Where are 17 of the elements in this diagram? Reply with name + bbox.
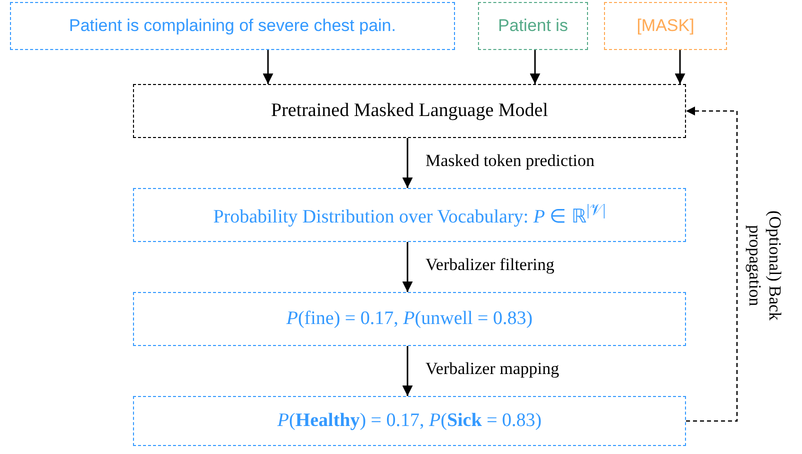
arrow: [674, 50, 686, 84]
edge-label: Verbalizer mapping: [426, 359, 560, 379]
edge-label: Verbalizer filtering: [426, 255, 554, 275]
input-text-box: [MASK]: [604, 2, 727, 50]
arrow: [402, 138, 413, 188]
arrow: [262, 50, 274, 84]
process-box: Pretrained Masked Language Model: [133, 84, 686, 138]
input-text-box: Patient is: [478, 2, 588, 50]
process-box: Probability Distribution over Vocabulary: P ∈ ℝ$^{|𝒱|}$: [133, 188, 686, 242]
arrow: [402, 242, 413, 292]
arrow: [530, 50, 540, 84]
input-text-box: Patient is complaining of severe chest pain.: [10, 2, 455, 50]
arrow: [402, 346, 413, 396]
process-box: P(Healthy) = 0.17, P(Sick = 0.83): [133, 396, 686, 446]
process-box: P(fine) = 0.17, P(unwell = 0.83): [133, 292, 686, 346]
dashed-arrow: [686, 106, 738, 422]
edge-label: Masked token prediction: [426, 151, 595, 171]
